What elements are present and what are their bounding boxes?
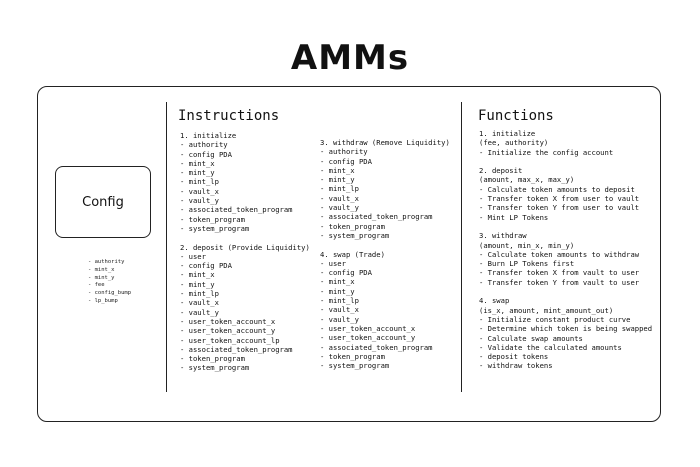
account-item: - system_program — [320, 361, 390, 371]
function-signature: (amount, min_x, min_y) — [479, 240, 575, 250]
account-item: - associated_token_program — [180, 205, 293, 215]
account-item: - vault_x — [180, 186, 219, 196]
account-item: - authority — [320, 147, 368, 157]
account-item: - mint_lp — [180, 289, 219, 299]
function-title: 2. deposit — [479, 166, 523, 176]
account-item: - associated_token_program — [320, 342, 433, 352]
account-item: - user_token_account_x — [320, 323, 416, 333]
account-item: - config PDA — [320, 156, 372, 166]
functions-column: 1. initialize(fee, authority)- Initializ… — [479, 129, 652, 380]
account-item: - vault_x — [180, 298, 219, 308]
function-group: 4. swap(is_x, amount, mint_amount_out)- … — [479, 296, 652, 370]
function-title: 1. initialize — [479, 129, 536, 138]
account-item: - mint_y — [320, 175, 355, 185]
function-signature: (fee, authority) — [479, 138, 549, 148]
config-field: - mint_y — [88, 274, 115, 281]
config-field: - config_bump — [88, 290, 132, 297]
account-item: - vault_y — [180, 196, 219, 206]
account-item: - mint_y — [180, 279, 215, 289]
config-label: Config — [82, 194, 124, 210]
function-title: 4. swap — [479, 296, 510, 306]
instruction-group: 1. initialize- authority- config PDA- mi… — [180, 131, 310, 233]
divider-right — [461, 102, 462, 392]
main-frame — [37, 86, 661, 422]
function-step: - Initialize constant product curve — [479, 314, 631, 324]
function-group: 2. deposit(amount, max_x, max_y)- Calcul… — [479, 166, 652, 222]
account-item: - system_program — [180, 363, 250, 373]
account-item: - mint_x — [320, 277, 355, 287]
instruction-title: 2. deposit (Provide Liquidity) — [180, 242, 310, 252]
account-item: - vault_y — [320, 314, 359, 324]
account-item: - vault_y — [320, 203, 359, 213]
function-step: - Initialize the config account — [479, 147, 614, 157]
account-item: - mint_lp — [180, 177, 219, 187]
functions-heading: Functions — [478, 108, 554, 124]
function-step: - Calculate swap amounts — [479, 333, 583, 343]
account-item: - mint_x — [320, 165, 355, 175]
account-item: - system_program — [320, 230, 390, 240]
instruction-title: 4. swap (Trade) — [320, 249, 385, 259]
account-item: - mint_lp — [320, 184, 359, 194]
function-step: - Calculate token amounts to withdraw — [479, 249, 640, 259]
account-item: - user_token_account_y — [320, 333, 416, 343]
function-signature: (is_x, amount, mint_amount_out) — [479, 305, 614, 315]
instruction-title: 3. withdraw (Remove Liquidity) — [320, 138, 450, 147]
account-item: - mint_y — [180, 168, 215, 178]
instruction-group: 3. withdraw (Remove Liquidity)- authorit… — [320, 138, 450, 240]
function-step: - Validate the calculated amounts — [479, 342, 622, 352]
function-step: - withdraw tokens — [479, 361, 553, 371]
config-field: - authority — [88, 259, 125, 265]
account-item: - mint_y — [320, 286, 355, 296]
account-item: - token_program — [320, 221, 385, 231]
config-field: - lp_bump — [88, 297, 118, 304]
function-step: - Transfer token Y from vault to user — [479, 277, 640, 287]
account-item: - user_token_account_x — [180, 316, 276, 326]
function-group: 1. initialize(fee, authority)- Initializ… — [479, 129, 652, 157]
account-item: - vault_x — [320, 305, 359, 315]
instruction-group: 4. swap (Trade)- user- config PDA- mint_… — [320, 250, 450, 371]
function-step: - Transfer token X from user to vault — [479, 194, 640, 204]
account-item: - user — [180, 251, 206, 261]
config-field: - mint_x — [88, 266, 115, 273]
account-item: - config PDA — [320, 268, 372, 278]
function-step: - Calculate token amounts to deposit — [479, 184, 635, 194]
account-item: - vault_y — [180, 307, 219, 317]
diagram-title: AMMs — [290, 38, 410, 78]
account-item: - config PDA — [180, 149, 232, 159]
function-step: - Transfer token Y from user to vault — [479, 203, 640, 213]
account-item: - vault_x — [320, 193, 359, 203]
account-item: - associated_token_program — [180, 344, 293, 354]
function-step: - Determine which token is being swapped — [479, 324, 653, 334]
instructions-column-2: 3. withdraw (Remove Liquidity)- authorit… — [320, 138, 450, 380]
instruction-group: 2. deposit (Provide Liquidity)- user- co… — [180, 243, 310, 373]
config-fields: - authority - mint_x - mint_y - fee - co… — [88, 259, 131, 306]
account-item: - authority — [180, 140, 228, 150]
account-item: - user — [320, 258, 346, 268]
account-item: - mint_x — [180, 158, 215, 168]
function-step: - Transfer token X from vault to user — [479, 268, 640, 278]
account-item: - associated_token_program — [320, 212, 433, 222]
account-item: - token_program — [180, 214, 245, 224]
instruction-title: 1. initialize — [180, 131, 237, 140]
function-step: - Burn LP Tokens first — [479, 259, 575, 269]
account-item: - user_token_account_y — [180, 326, 276, 336]
instructions-heading: Instructions — [178, 108, 280, 124]
divider-left — [166, 102, 167, 392]
account-item: - config PDA — [180, 261, 232, 271]
function-step: - Mint LP Tokens — [479, 212, 549, 222]
function-step: - deposit tokens — [479, 352, 549, 362]
instructions-column-1: 1. initialize- authority- config PDA- mi… — [180, 131, 310, 382]
account-item: - mint_x — [180, 270, 215, 280]
function-group: 3. withdraw(amount, min_x, min_y)- Calcu… — [479, 231, 652, 287]
config-box: Config — [55, 166, 151, 238]
function-signature: (amount, max_x, max_y) — [479, 175, 575, 185]
account-item: - token_program — [180, 354, 245, 364]
account-item: - user_token_account_lp — [180, 335, 280, 345]
account-item: - token_program — [320, 351, 385, 361]
account-item: - system_program — [180, 223, 250, 233]
account-item: - mint_lp — [320, 296, 359, 306]
function-title: 3. withdraw — [479, 231, 527, 241]
config-field: - fee — [88, 282, 105, 289]
